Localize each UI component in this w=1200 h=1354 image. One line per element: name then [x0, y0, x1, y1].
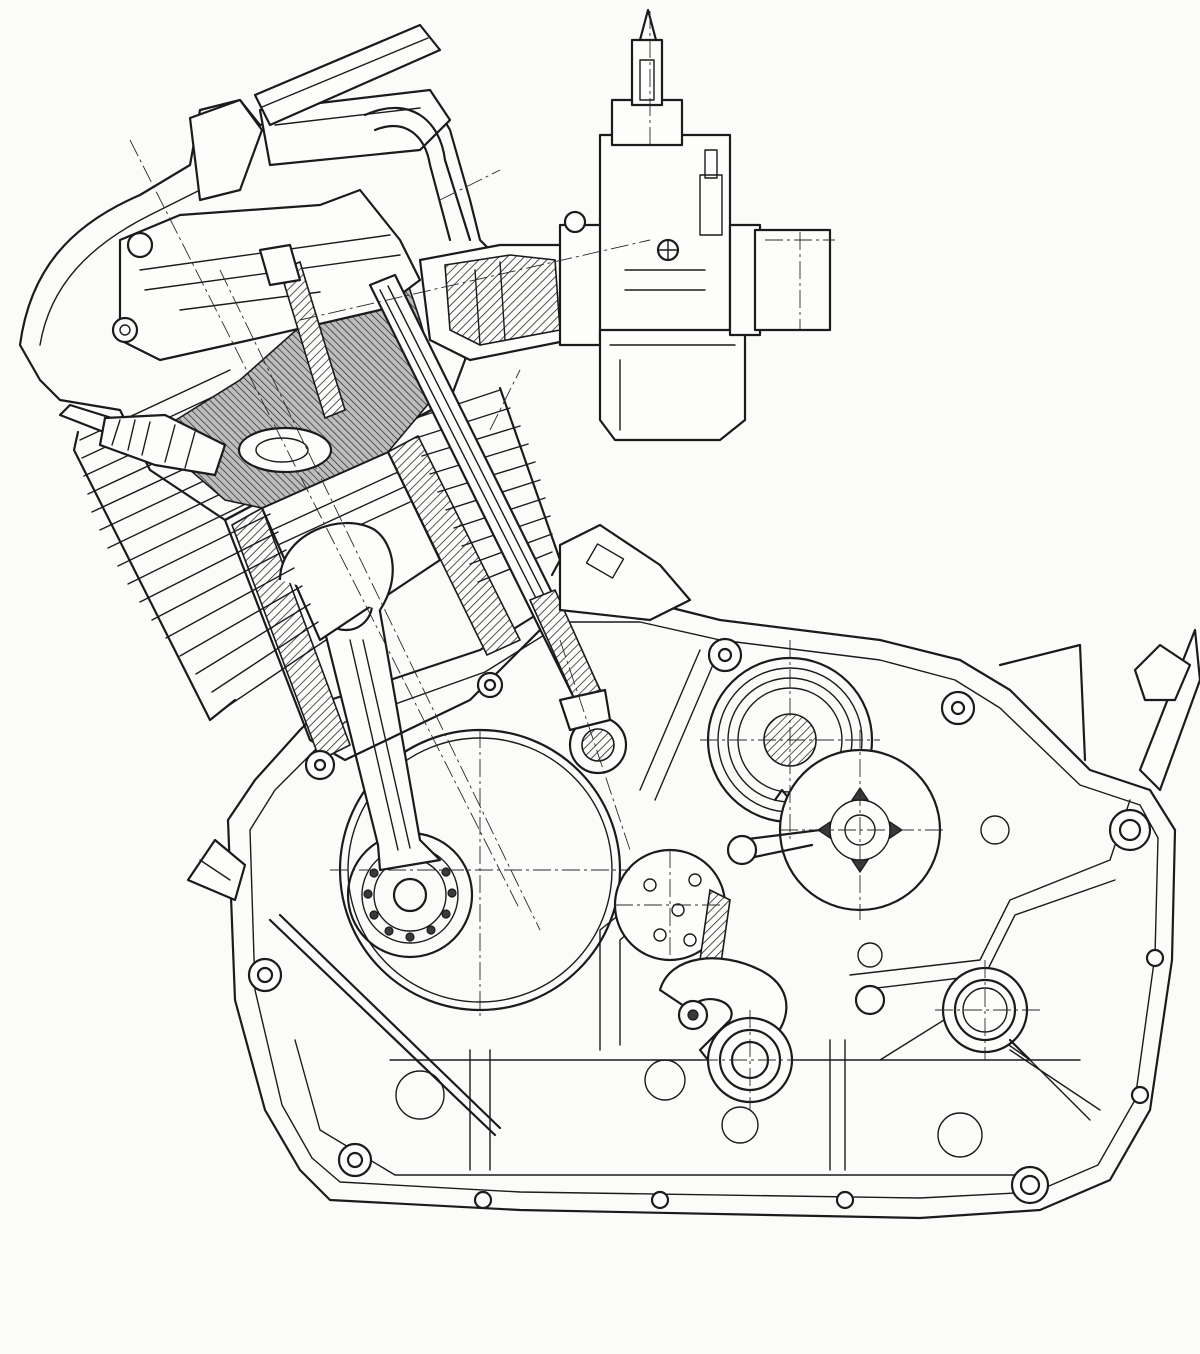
cylinder-head	[18, 23, 502, 522]
cylinder-barrel	[223, 398, 562, 762]
bolt-icon	[650, 1190, 670, 1210]
bolt-icon	[854, 984, 886, 1016]
bolt-icon	[304, 749, 336, 781]
breather-box	[558, 523, 692, 622]
bolt-icon	[247, 957, 283, 993]
bolt-icon	[1108, 808, 1152, 852]
bolt-icon	[476, 671, 504, 699]
oil-pump-gear	[613, 848, 731, 972]
carburettor	[558, 8, 835, 442]
clutch-rod	[268, 913, 502, 1137]
cooling-fins-left	[72, 369, 327, 722]
bolt-icon	[940, 690, 976, 726]
bolt-icon	[707, 637, 743, 673]
bolt-icon	[337, 1142, 373, 1178]
oil-filler-plug	[186, 838, 247, 902]
bolt-icon	[473, 1190, 493, 1210]
bolt-icon	[1010, 1165, 1050, 1205]
spark-plug	[58, 403, 227, 477]
bolt-icon	[1130, 1085, 1150, 1105]
gearbox-bearing	[941, 966, 1032, 1062]
case-bolts	[247, 637, 1165, 1210]
shift-drum	[658, 957, 794, 1104]
intake-manifold	[418, 243, 572, 362]
centre-lines	[129, 10, 1040, 1110]
rear-mount-bracket	[998, 628, 1200, 792]
pushrod-tube	[368, 273, 628, 775]
bolt-icon	[835, 1190, 855, 1210]
bolt-icon	[1145, 948, 1165, 968]
